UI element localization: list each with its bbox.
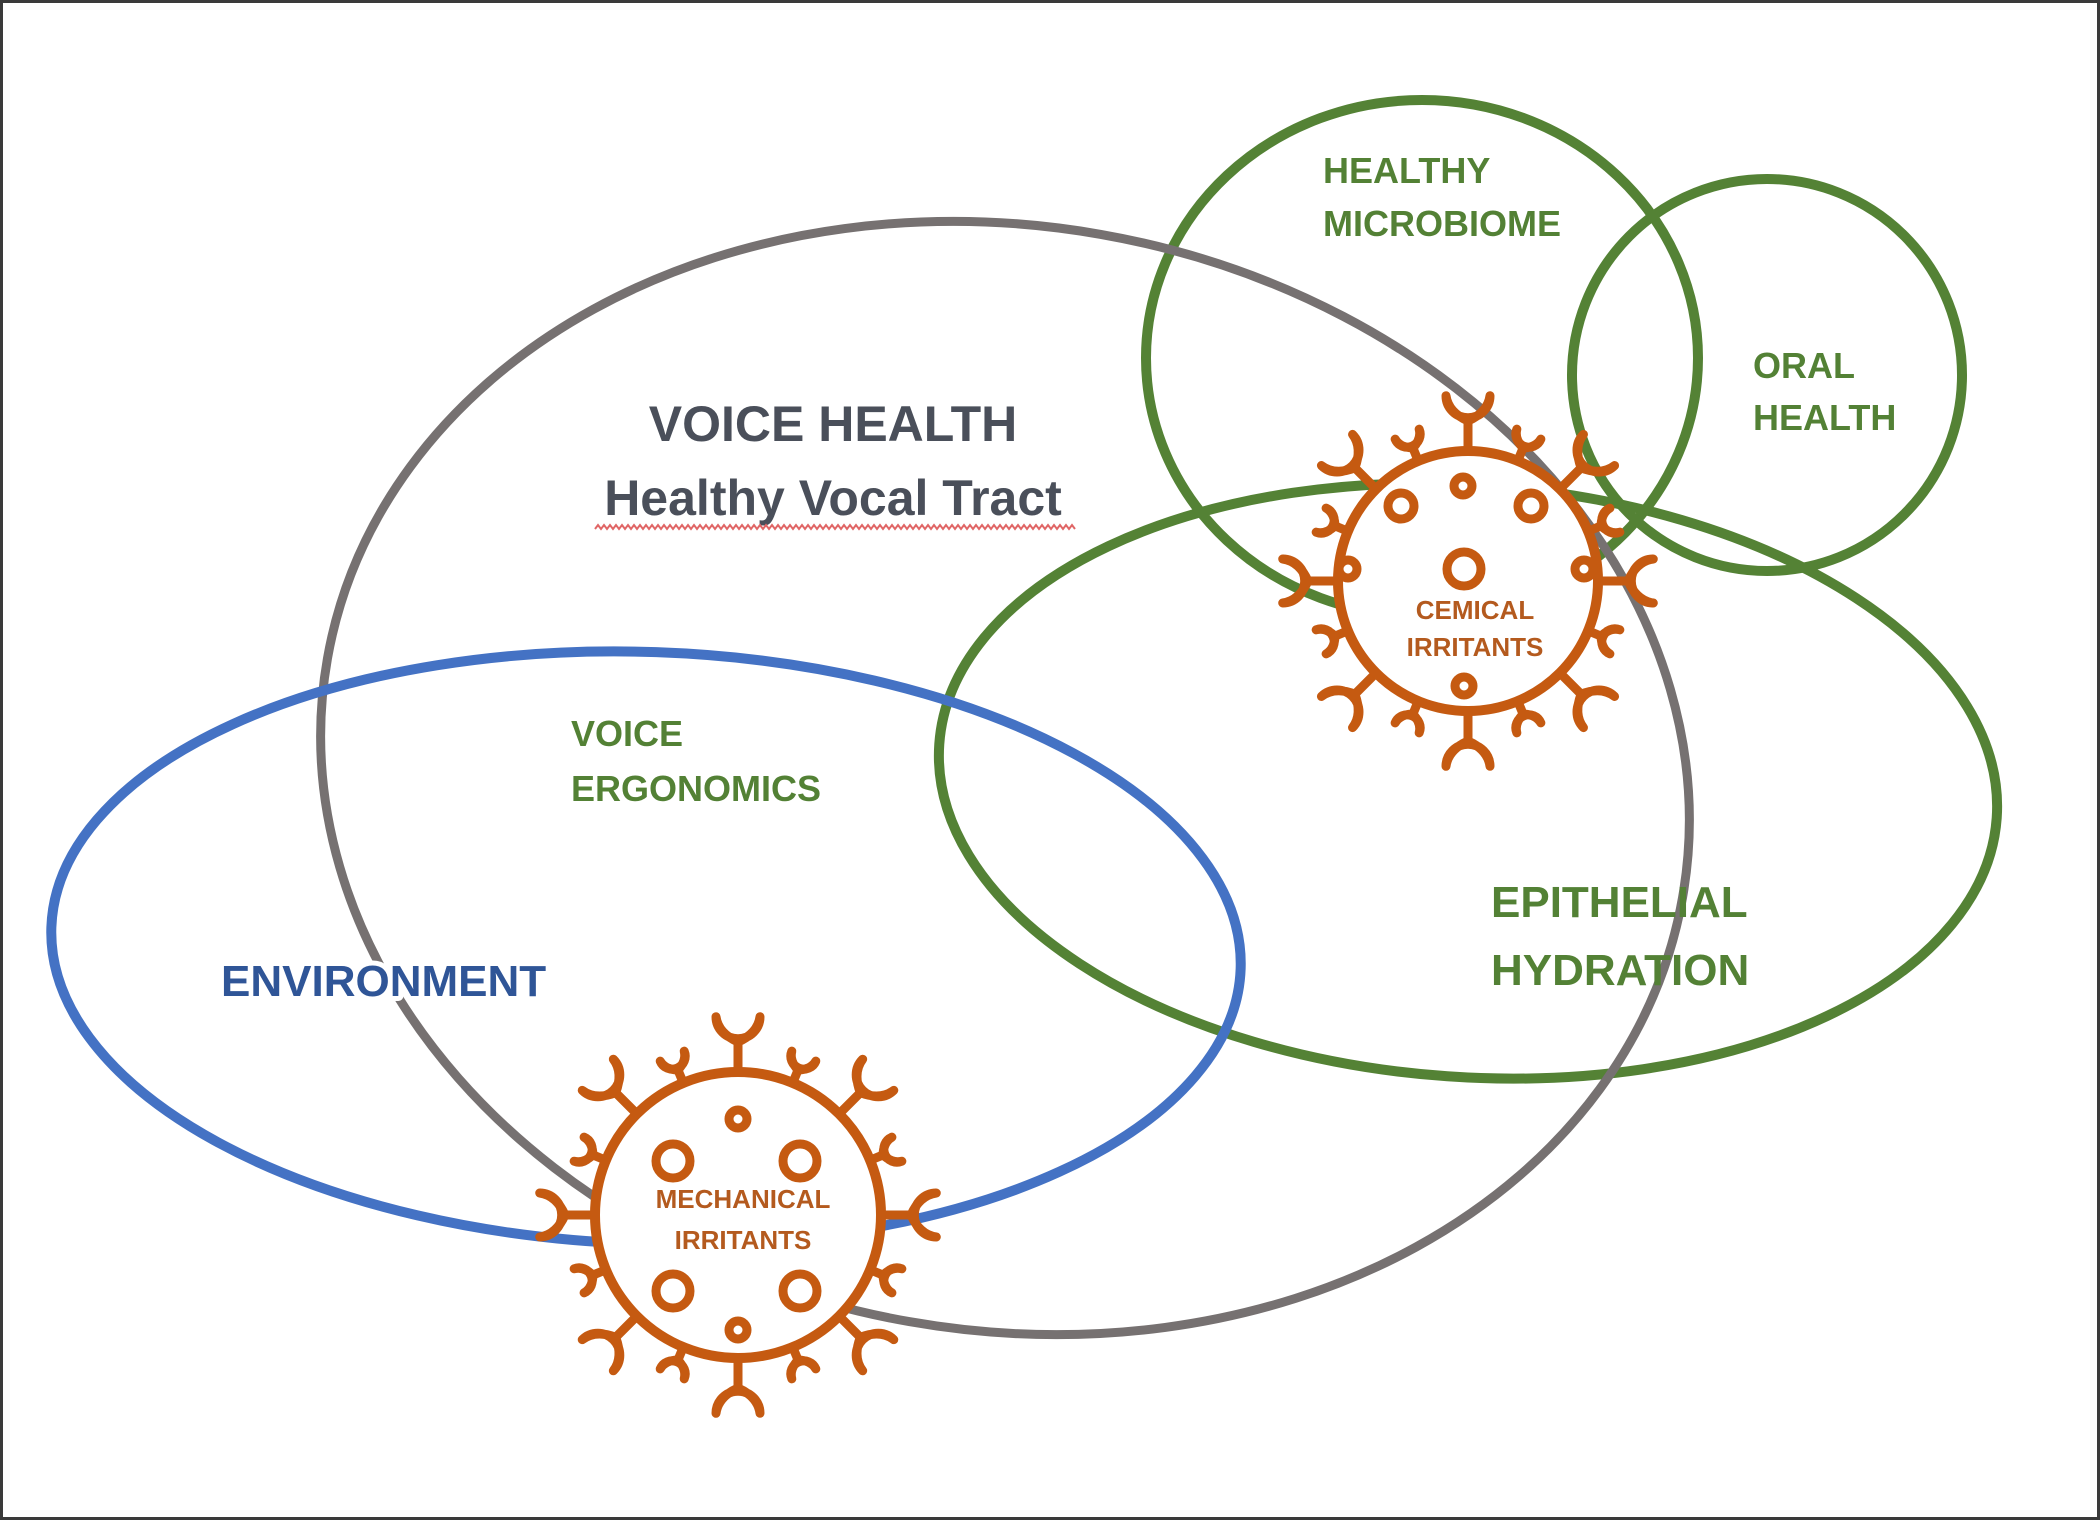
virus-spike-large-bulb — [851, 1328, 899, 1376]
virus-spike-large-bulb — [1278, 554, 1313, 608]
epithelial-hydration-line1: EPITHELIAL — [1491, 878, 1748, 927]
voice-ergonomics-line2: ERGONOMICS — [571, 768, 821, 809]
virus-dot — [778, 1139, 822, 1183]
virus-dot — [1383, 488, 1419, 524]
virus-dot — [1570, 555, 1598, 583]
chemical-irritants-label: CEMICAL IRRITANTS — [1402, 590, 1549, 667]
epithelial-hydration-label: EPITHELIAL HYDRATION — [1491, 878, 1749, 995]
voice-ergonomics-label: VOICE ERGONOMICS — [571, 713, 821, 809]
virus-spike-small-bulb — [569, 1132, 598, 1167]
voice-health-label: VOICE HEALTH Healthy Vocal Tract — [594, 396, 1076, 531]
virus-spike-large-bulb — [851, 1054, 899, 1102]
virus-dot — [1449, 472, 1477, 500]
virus-spike-large-bulb — [535, 1188, 570, 1242]
mechanical-irritants-line1: MECHANICAL — [656, 1184, 831, 1214]
virus-spike-large-bulb — [1316, 685, 1364, 733]
healthy-microbiome-line2: MICROBIOME — [1323, 203, 1561, 244]
virus-spike-small-bulb — [878, 1263, 907, 1298]
virus-spike-large-bulb — [577, 1054, 625, 1102]
mechanical-irritants-label: MECHANICAL IRRITANTS — [651, 1179, 836, 1260]
oral-health-circle — [1567, 174, 1967, 576]
mechanical-irritants-line2: IRRITANTS — [675, 1225, 812, 1255]
chemical-irritants-line2: IRRITANTS — [1407, 632, 1544, 662]
virus-spike-small-bulb — [569, 1263, 598, 1298]
virus-spike-large-bulb — [711, 1383, 765, 1418]
virus-dot — [1334, 555, 1362, 583]
oral-health-line1: ORAL — [1753, 345, 1855, 386]
virus-spike-small-bulb — [1311, 624, 1340, 659]
mechanical-irritants-virus-icon — [535, 1012, 941, 1418]
virus-spike-large-bulb — [1572, 685, 1620, 733]
virus-dot — [1513, 488, 1549, 524]
epithelial-hydration-line2: HYDRATION — [1491, 946, 1749, 995]
virus-dot — [1450, 672, 1478, 700]
virus-spike-large-bulb — [711, 1012, 765, 1047]
oral-health-label: ORAL HEALTH — [1753, 345, 1896, 438]
virus-spike-small-bulb — [655, 1355, 690, 1384]
virus-spike-large-bulb — [1572, 429, 1620, 477]
virus-spike-small-bulb — [786, 1046, 821, 1075]
chemical-irritants-virus-icon — [1278, 391, 1658, 771]
virus-spike-large-bulb — [1623, 554, 1658, 608]
virus-dot — [724, 1316, 752, 1344]
virus-spike-large-bulb — [1441, 736, 1495, 771]
virus-dot — [651, 1269, 695, 1313]
virus-spike-large-bulb — [577, 1328, 625, 1376]
oral-health-line2: HEALTH — [1753, 397, 1896, 438]
healthy-microbiome-line1: HEALTHY — [1323, 150, 1490, 191]
venn-diagram: VOICE HEALTH Healthy Vocal Tract VOICE E… — [46, 95, 2003, 1418]
chemical-irritants-line1: CEMICAL — [1416, 595, 1535, 625]
virus-spike-small-bulb — [1390, 709, 1425, 738]
virus-spike-small-bulb — [786, 1355, 821, 1384]
virus-spike-small-bulb — [1511, 709, 1546, 738]
virus-spike-small-bulb — [878, 1132, 907, 1167]
virus-spike-large-bulb — [1441, 391, 1495, 426]
virus-spike-small-bulb — [655, 1046, 690, 1075]
virus-spike-large-bulb — [1316, 429, 1364, 477]
voice-ergonomics-line1: VOICE — [571, 713, 683, 754]
virus-spike-large-bulb — [906, 1188, 941, 1242]
virus-dot — [651, 1139, 695, 1183]
virus-spike-small-bulb — [1311, 503, 1340, 538]
virus-dot — [778, 1269, 822, 1313]
virus-dot — [1442, 547, 1486, 591]
healthy-microbiome-label: HEALTHY MICROBIOME — [1323, 150, 1561, 244]
virus-spike-small-bulb — [1596, 624, 1625, 659]
virus-spike-small-bulb — [1596, 503, 1625, 538]
voice-health-title: VOICE HEALTH — [649, 396, 1018, 452]
virus-spike-small-bulb — [1511, 424, 1546, 453]
voice-health-ellipse — [316, 216, 1694, 1340]
environment-label: ENVIRONMENT — [221, 957, 546, 1006]
spellcheck-underline — [594, 523, 1076, 531]
virus-dot — [724, 1105, 752, 1133]
virus-spike-small-bulb — [1390, 424, 1425, 453]
healthy-vocal-tract-subtitle: Healthy Vocal Tract — [604, 470, 1062, 526]
